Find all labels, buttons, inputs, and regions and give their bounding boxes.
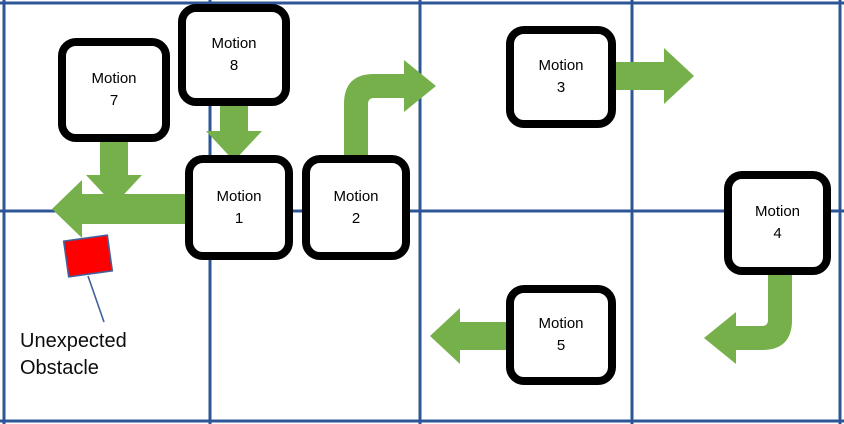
motion-box-label: Motion (91, 70, 137, 88)
arrow-motion-5-left (430, 308, 506, 364)
motion-box-label: Motion (538, 57, 584, 75)
obstacle-marker-icon (62, 234, 114, 278)
motion-box-2[interactable]: Motion 2 (302, 155, 410, 260)
motion-box-number: 3 (556, 79, 566, 96)
motion-box-4[interactable]: Motion 4 (724, 171, 831, 275)
motion-box-number: 7 (109, 92, 119, 109)
motion-box-3[interactable]: Motion 3 (506, 26, 616, 128)
motion-box-7[interactable]: Motion 7 (58, 38, 170, 142)
motion-box-label: Motion (538, 315, 584, 333)
motion-box-number: 5 (556, 337, 566, 354)
obstacle-label-line1: Unexpected (20, 330, 127, 352)
arrow-motion-7-down (86, 142, 142, 205)
motion-box-number: 4 (773, 225, 782, 242)
arrow-motion-8-down (206, 106, 262, 161)
motion-box-8[interactable]: Motion 8 (178, 4, 290, 106)
motion-box-number: 2 (351, 209, 361, 227)
motion-box-label: Motion (216, 187, 262, 205)
arrow-motion-1-left (52, 180, 192, 238)
motion-box-5[interactable]: Motion 5 (506, 285, 616, 385)
motion-box-label: Motion (333, 187, 379, 205)
motion-box-number: 1 (234, 209, 244, 227)
motion-box-label: Motion (754, 203, 801, 221)
motion-box-1[interactable]: Motion 1 (185, 155, 293, 260)
arrow-motion-2-up-right (344, 60, 436, 160)
motion-box-label: Motion (211, 35, 257, 53)
arrow-motion-4-down-left (704, 274, 792, 364)
motion-box-number: 8 (229, 57, 239, 74)
arrow-motion-3-right (616, 48, 694, 104)
obstacle-label-line2: Obstacle (20, 357, 99, 379)
obstacle-label: Unexpected Obstacle (20, 328, 127, 382)
obstacle-leader-line (87, 275, 105, 323)
